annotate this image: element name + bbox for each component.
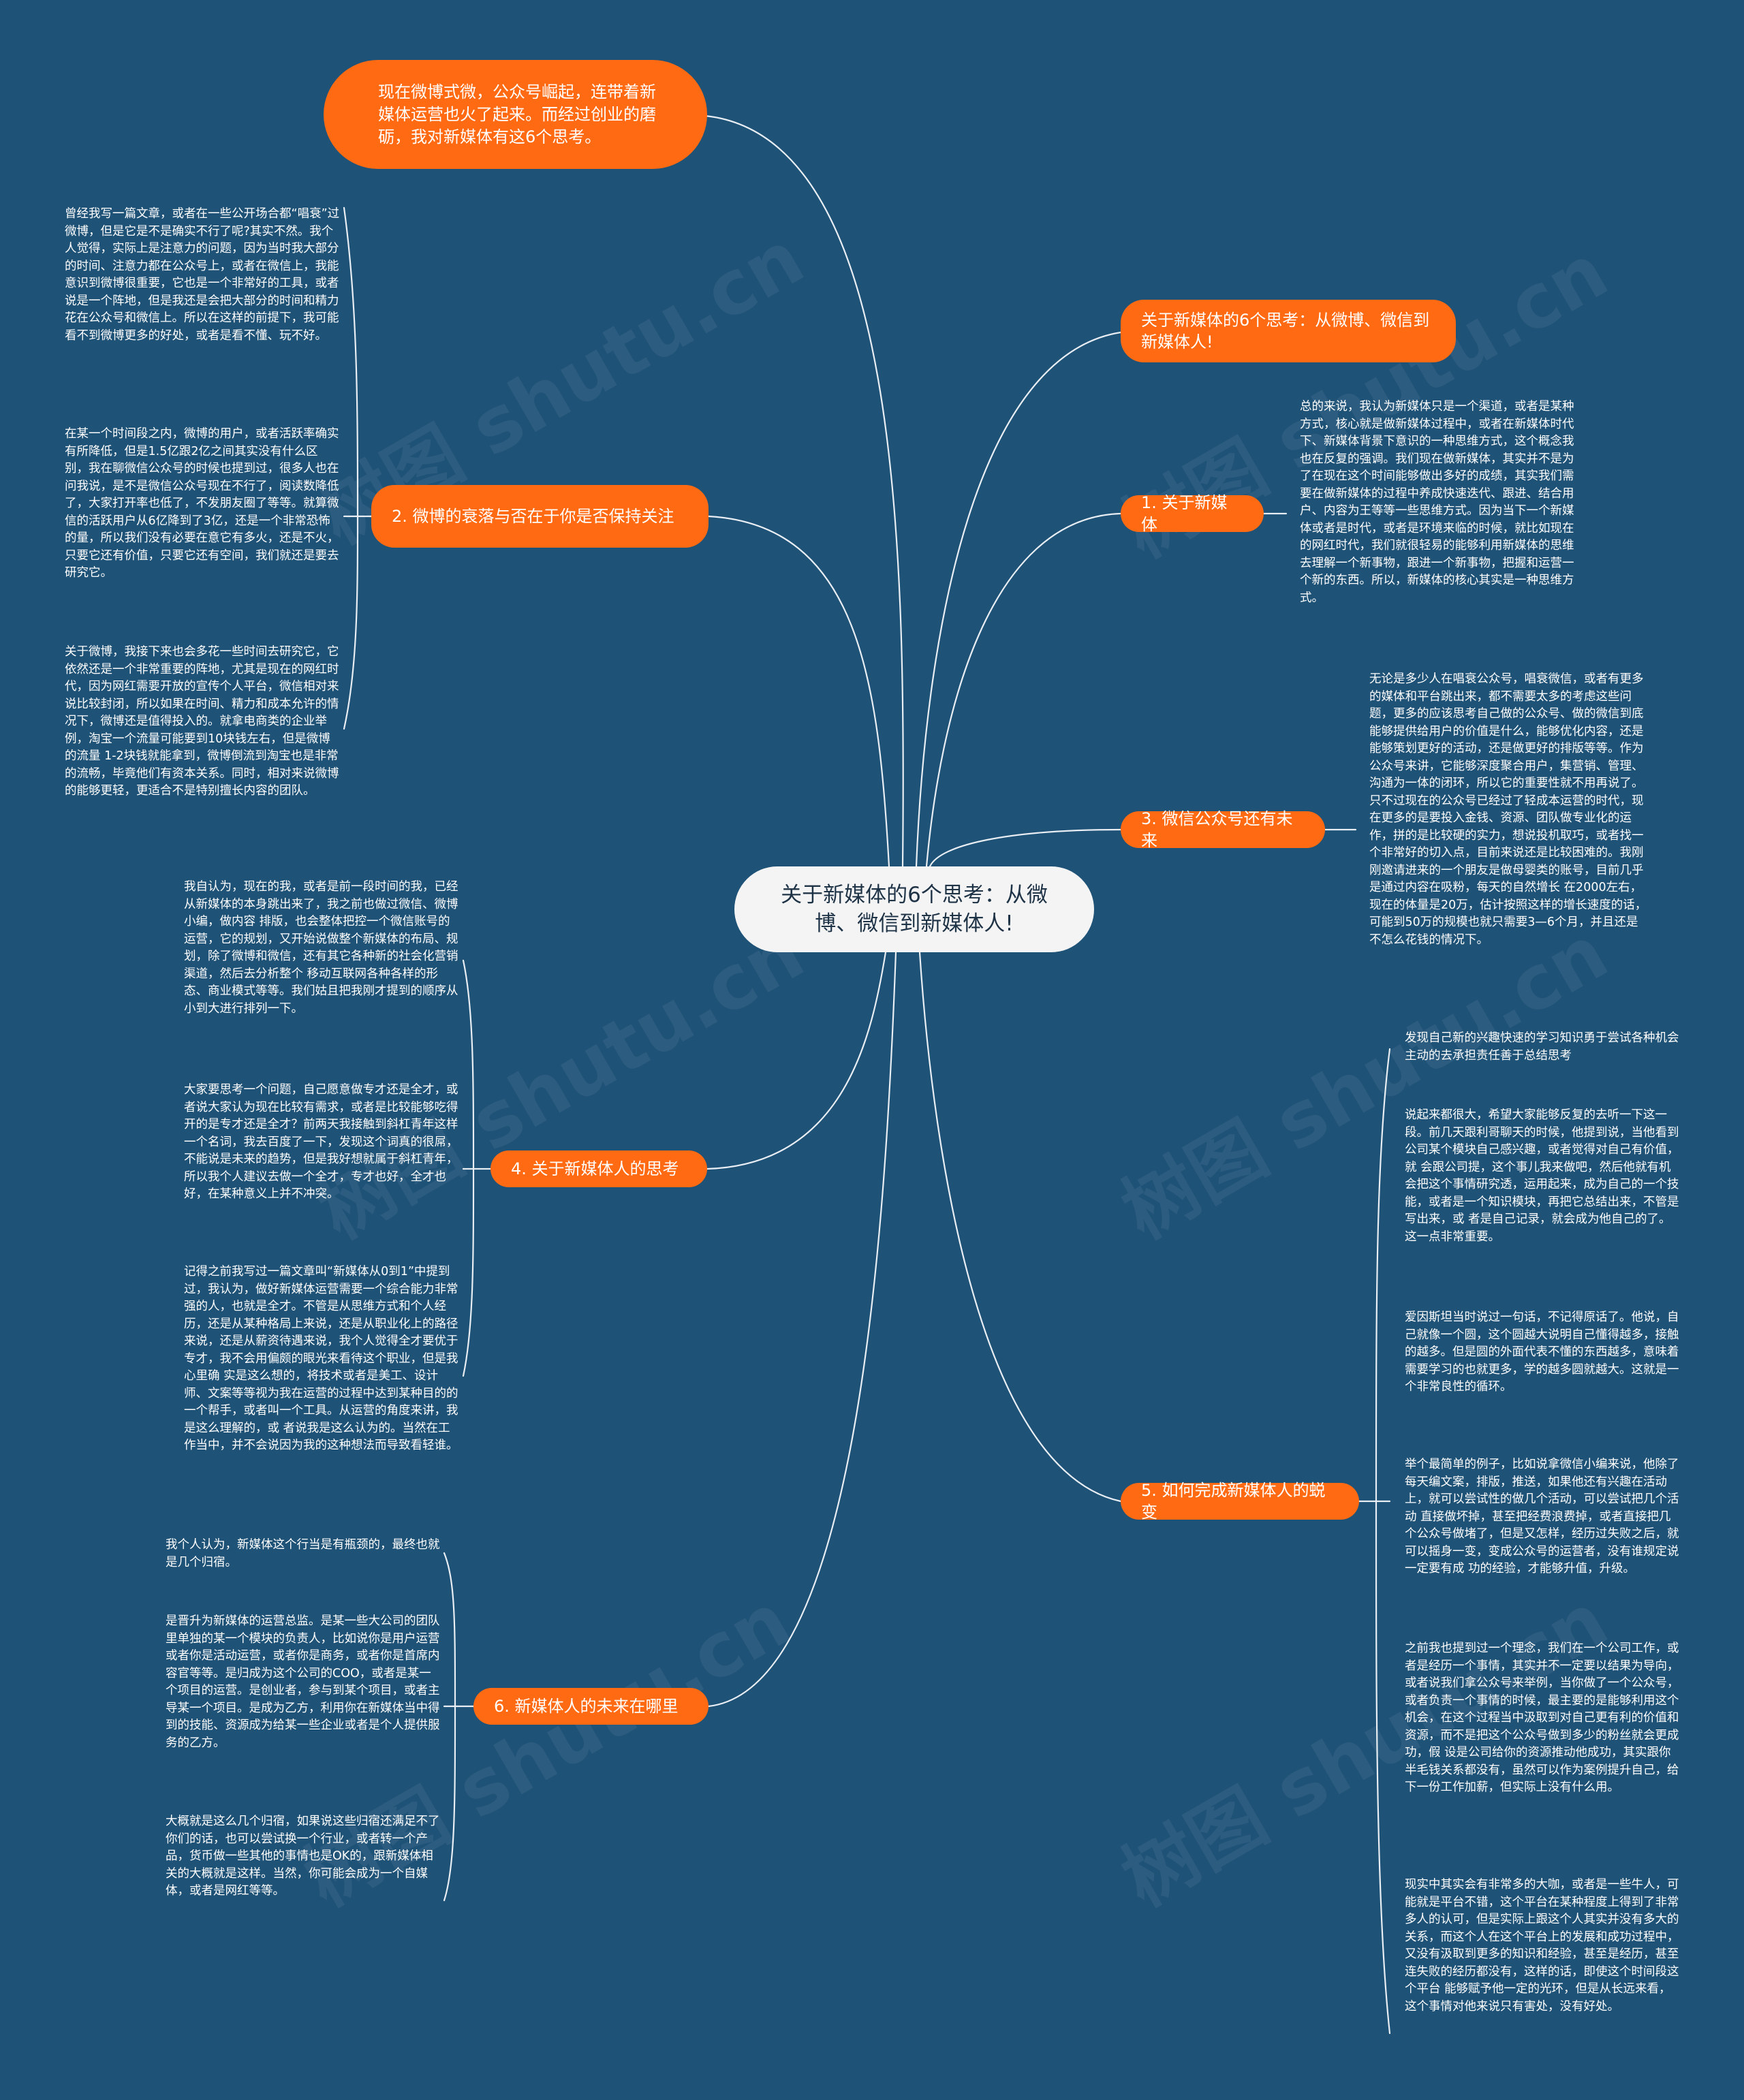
central-topic[interactable]: 关于新媒体的6个思考：从微博、微信到新媒体人! <box>734 866 1094 952</box>
link-center-intro <box>704 114 904 868</box>
note-b5: 举个最简单的例子，比如说拿微信小编来说，他除了每天编文案，排版，推送，如果他还有… <box>1405 1458 1679 1576</box>
topic-b6[interactable]: 6. 新媒体人的未来在哪里 <box>473 1688 708 1725</box>
bracket-b5 <box>1358 1048 1391 2035</box>
note-b4: 记得之前我写过一篇文章叫“新媒体从0到1”中提到过，我认为，做好新媒体运营需要一… <box>184 1265 458 1452</box>
topic-b1[interactable]: 1. 关于新媒体 <box>1121 493 1264 534</box>
link-center-b4 <box>706 951 887 1170</box>
note-b2: 曾经我写一篇文章，或者在一些公开场合都“唱衰”过微博，但是它是不是确实不行了呢?… <box>65 207 340 343</box>
note-b5: 之前我也提到过一个理念，我们在一个公司工作，或者是经历一个事情，其实并不一定要以… <box>1405 1642 1679 1794</box>
bracket-b2 <box>343 206 373 730</box>
link-center-b5 <box>918 951 1122 1503</box>
note-b2: 在某一个时间段之内，微博的用户，或者活跃率确实有所降低，但是1.5亿跟2亿之间其… <box>65 427 339 580</box>
note-b2: 关于微博，我接下来也会多花一些时间去研究它，它依然还是一个非常重要的阵地，尤其是… <box>65 645 339 798</box>
link-center-title <box>915 331 1122 868</box>
note-b6: 是晋升为新媒体的运营总监。是某一些大公司的团队里单独的某一个模块的负责人，比如说… <box>166 1614 440 1750</box>
bracket-b4 <box>462 959 492 1377</box>
topic-title[interactable]: 关于新媒体的6个思考：从微博、微信到新媒体人! <box>1121 300 1456 362</box>
link-center-b3 <box>929 828 1122 868</box>
note-b6: 大概就是这么几个归宿，如果说这些归宿还满足不了你们的话，也可以尝试换一个行业，或… <box>166 1815 440 1898</box>
topic-intro[interactable]: 现在微博式微，公众号崛起，连带着新媒体运营也火了起来。而经过创业的磨砺，我对新媒… <box>324 60 707 169</box>
link-center-b2 <box>707 515 890 868</box>
note-b6: 我个人认为，新媒体这个行当是有瓶颈的，最终也就是几个归宿。 <box>166 1538 440 1569</box>
topic-b4[interactable]: 4. 关于新媒体人的思考 <box>490 1150 707 1187</box>
note-b4: 我自认为，现在的我，或者是前一段时间的我，已经从新媒体的本身跳出来了，我之前也做… <box>184 880 458 1016</box>
bracket-b6 <box>443 1552 475 1902</box>
note-b3: 无论是多少人在唱衰公众号，唱衰微信，或者有更多的媒体和平台跳出来，都不需要太多的… <box>1369 672 1647 947</box>
link-center-b6 <box>707 951 897 1708</box>
note-b5: 说起来都很大，希望大家能够反复的去听一下这一段。前几天跟利哥聊天的时候，他提到说… <box>1405 1108 1679 1244</box>
note-b5: 发现自己新的兴趣快速的学习知识勇于尝试各种机会主动的去承担责任善于总结思考 <box>1405 1031 1679 1063</box>
note-b5: 现实中其实会有非常多的大咖，或者是一些牛人，可能就是平台不错，这个平台在某种程度… <box>1405 1878 1679 2013</box>
topic-b5[interactable]: 5. 如何完成新媒体人的蜕变 <box>1121 1481 1359 1522</box>
note-b4: 大家要思考一个问题，自己愿意做专才还是全才，或者说大家认为现在比较有需求，或者是… <box>184 1083 458 1201</box>
link-center-b1 <box>925 512 1122 868</box>
topic-b3[interactable]: 3. 微信公众号还有未来 <box>1121 809 1325 850</box>
note-b5: 爱因斯坦当时说过一句话，不记得原话了。他说，自己就像一个圆，这个圆越大说明自己懂… <box>1405 1311 1679 1394</box>
topic-b2[interactable]: 2. 微博的衰落与否在于你是否保持关注 <box>371 485 708 548</box>
note-b1: 总的来说，我认为新媒体只是一个渠道，或者是某种方式，核心就是做新媒体过程中，或者… <box>1300 400 1574 605</box>
